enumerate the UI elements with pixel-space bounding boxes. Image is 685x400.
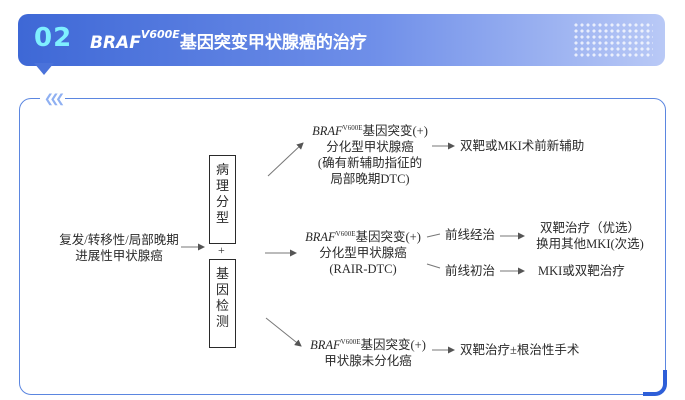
section-banner: 02 BRAFV600E基因突变甲状腺癌的治疗: [18, 14, 665, 66]
chevrons-icon: ❮❮❮: [40, 89, 65, 108]
section-title: BRAFV600E基因突变甲状腺癌的治疗: [90, 28, 367, 53]
branch2-line3: (RAIR-DTC): [329, 262, 397, 277]
pathology-char: 病: [215, 162, 229, 177]
genetic-test-char: 因: [215, 282, 229, 297]
branch2-node: BRAFV600E基因突变(+) 分化型甲状腺癌 (RAIR-DTC): [297, 226, 429, 277]
branch3-result: 双靶治疗±根治性手术: [460, 343, 580, 357]
branch1-node: BRAFV600E基因突变(+) 分化型甲状腺癌 (确有新辅助指征的 局部晚期D…: [302, 120, 438, 187]
branch1-gene-sup: V600E: [342, 124, 363, 132]
source-line-1: 复发/转移性/局部晚期: [59, 233, 179, 247]
dot-pattern-decoration: [573, 22, 653, 58]
branch1-line4: 局部晚期DTC): [330, 172, 410, 187]
diagram-frame: [19, 98, 666, 395]
section-number: 02: [34, 23, 73, 53]
branch2-line1: BRAFV600E基因突变(+): [297, 226, 429, 245]
branch1-result: 双靶或MKI术前新辅助: [460, 139, 585, 153]
pathology-char: 型: [215, 210, 229, 225]
title-gene-sup: V600E: [140, 28, 180, 42]
branch3-line2: 甲状腺未分化癌: [324, 354, 412, 369]
branch1-line1: BRAFV600E基因突变(+): [302, 120, 438, 139]
branch2-naive: 前线初治: [445, 264, 496, 278]
title-rest: 基因突变甲状腺癌的治疗: [179, 33, 367, 53]
genetic-test-char: 基: [215, 266, 229, 281]
branch2-naive-result: MKI或双靶治疗: [538, 264, 625, 278]
branch2-prior: 前线经治: [445, 228, 496, 242]
branch2-line1-rest: 基因突变(+): [355, 230, 421, 245]
title-gene: BRAF: [90, 33, 141, 53]
genetic-test-box: 基 因 检 测: [209, 259, 236, 348]
prior-result-line1: 双靶治疗（优选）: [539, 221, 640, 235]
pathology-char: 分: [215, 194, 229, 209]
branch3-gene: BRAF: [310, 338, 341, 353]
branch3-line1-rest: 基因突变(+): [360, 338, 426, 353]
prior-result-line2: 换用其他MKI(次选): [536, 237, 644, 251]
line-branch2-prior: [426, 233, 441, 238]
source-node: 复发/转移性/局部晚期 进展性甲状腺癌: [51, 232, 187, 264]
genetic-test-char: 测: [215, 314, 229, 329]
branch1-line2: 分化型甲状腺癌: [326, 140, 414, 155]
branch1-gene: BRAF: [312, 124, 343, 139]
plus-sign: +: [218, 243, 225, 257]
source-line-2: 进展性甲状腺癌: [75, 249, 163, 263]
pathology-char: 理: [215, 178, 229, 193]
branch1-line1-rest: 基因突变(+): [362, 124, 428, 139]
branch2-gene-sup: V600E: [335, 230, 356, 238]
arrow-to-branch1: [267, 142, 304, 177]
branch2-gene: BRAF: [305, 230, 336, 245]
branch3-gene-sup: V600E: [340, 338, 361, 346]
genetic-test-char: 检: [215, 298, 229, 313]
banner-pointer: [34, 63, 54, 75]
corner-accent: [643, 370, 667, 396]
line-branch2-naive: [426, 263, 441, 269]
branch2-prior-result: 双靶治疗（优选） 换用其他MKI(次选): [526, 220, 654, 252]
pathology-box: 病 理 分 型: [209, 155, 236, 244]
branch3-line1: BRAFV600E基因突变(+): [302, 334, 434, 353]
branch3-node: BRAFV600E基因突变(+) 甲状腺未分化癌: [302, 334, 434, 369]
branch2-line2: 分化型甲状腺癌: [319, 246, 407, 261]
branch1-line3: (确有新辅助指征的: [317, 156, 423, 171]
arrow-to-branch3: [265, 317, 302, 347]
